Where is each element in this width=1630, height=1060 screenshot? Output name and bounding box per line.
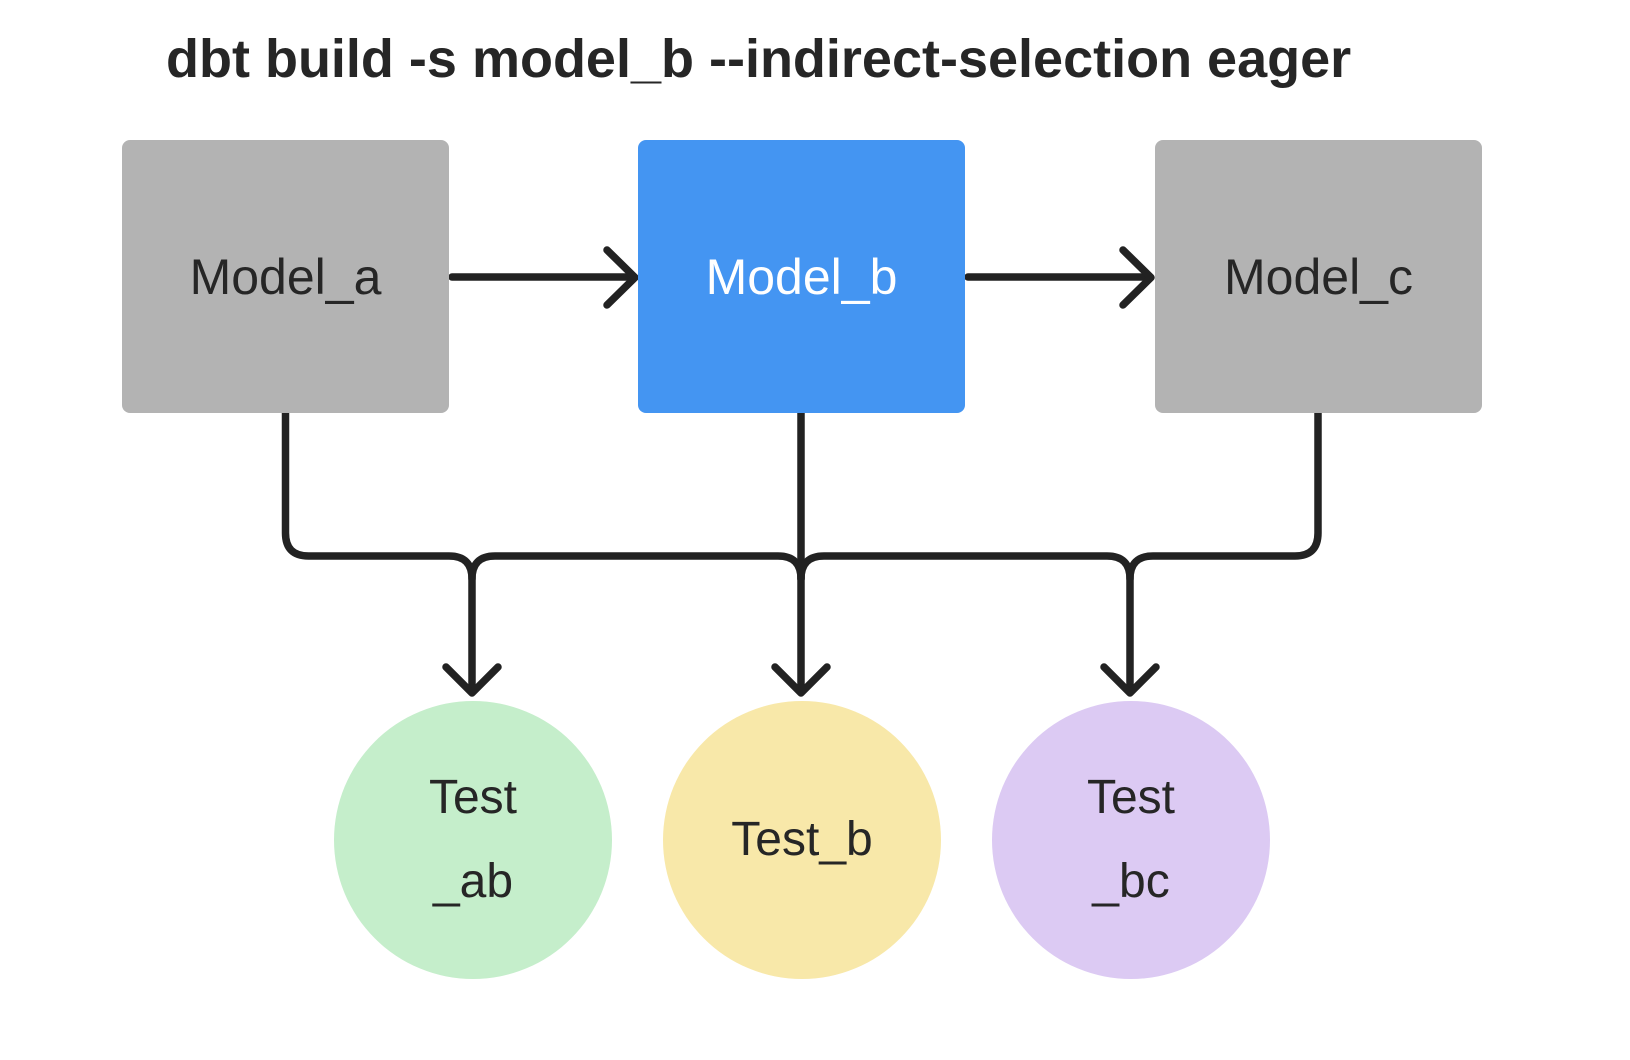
test-ab-label: Test _ab (428, 771, 518, 908)
model-c-label: Model_c (1224, 248, 1413, 305)
model-b-label: Model_b (705, 248, 898, 305)
model-b-node: Model_b (638, 140, 965, 413)
test-b-node: Test_b (663, 701, 941, 979)
edge-model-b-to-test-bc (797, 552, 1134, 692)
model-c-node: Model_c (1155, 140, 1482, 413)
model-a-label: Model_a (189, 248, 382, 305)
arrowhead-model-a-to-model-b-icon (603, 246, 639, 309)
edge-model-b-to-test-ab (468, 552, 805, 583)
test-bc-node: Test _bc (992, 701, 1270, 979)
arrowhead-test-bc-icon (1100, 663, 1160, 697)
arrowhead-test-b-icon (771, 663, 831, 697)
test-bc-label: Test _bc (1086, 771, 1176, 908)
diagram-title: dbt build -s model_b --indirect-selectio… (166, 29, 1352, 89)
arrowhead-test-ab-icon (442, 663, 502, 697)
test-b-label: Test_b (731, 813, 873, 866)
arrowhead-model-b-to-model-c-icon (1119, 246, 1155, 309)
test-ab-node: Test _ab (334, 701, 612, 979)
model-a-node: Model_a (122, 140, 449, 413)
edge-model-a-to-test-ab (281, 409, 476, 692)
edge-model-c-to-test-bc (1126, 409, 1322, 583)
